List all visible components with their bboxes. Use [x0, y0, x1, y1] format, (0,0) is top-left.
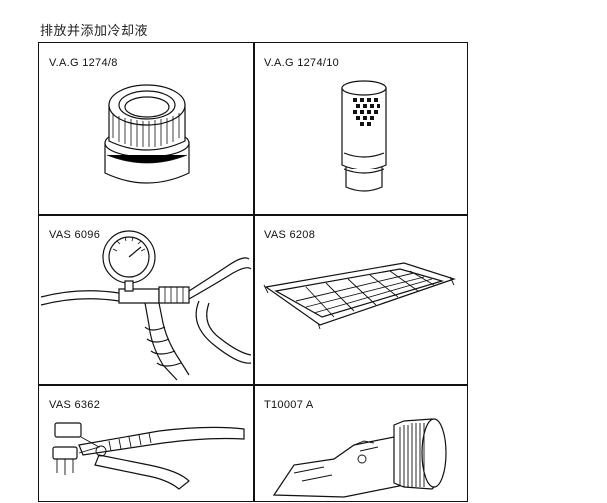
tool-label: T10007 A — [264, 399, 314, 411]
grid-divider-vertical — [253, 43, 255, 501]
tool-grid: V.A.G 1274/8 V.A.G 1274/10 — [38, 42, 468, 502]
tool-cell-vas-6096: VAS 6096 — [39, 215, 253, 384]
tool-label: VAS 6208 — [264, 229, 316, 241]
cap-adapter-icon — [39, 43, 253, 214]
drip-tray-icon — [254, 215, 468, 384]
tool-label: VAS 6096 — [49, 229, 101, 241]
cylinder-adapter-icon — [254, 43, 468, 214]
tool-label: V.A.G 1274/8 — [49, 57, 118, 69]
tool-label: V.A.G 1274/10 — [264, 57, 340, 69]
tool-label: VAS 6362 — [49, 399, 101, 411]
grid-divider-row-2 — [39, 384, 467, 386]
tool-cell-vag-1274-10: V.A.G 1274/10 — [254, 43, 468, 214]
refractometer-icon — [254, 385, 468, 503]
tool-cell-vas-6208: VAS 6208 — [254, 215, 468, 384]
tool-cell-t10007-a: T10007 A — [254, 385, 468, 503]
page-heading: 排放并添加冷却液 — [40, 24, 149, 39]
pressure-gauge-icon — [39, 215, 253, 384]
hose-clamp-pliers-icon — [39, 385, 253, 503]
tool-cell-vag-1274-8: V.A.G 1274/8 — [39, 43, 253, 214]
grid-divider-row-1 — [39, 214, 467, 216]
tool-cell-vas-6362: VAS 6362 — [39, 385, 253, 503]
